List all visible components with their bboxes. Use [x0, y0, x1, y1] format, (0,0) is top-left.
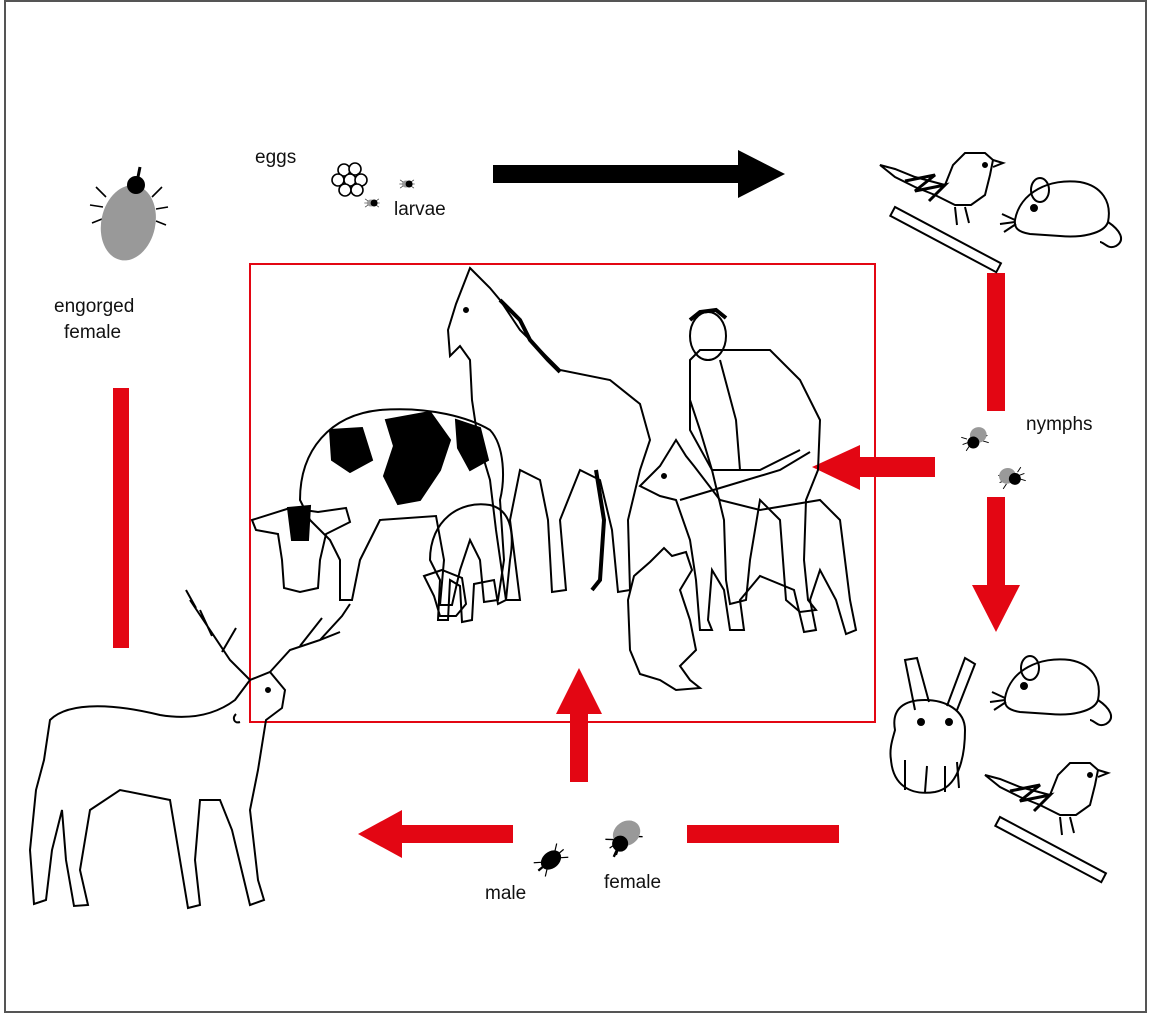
cat-icon: [628, 548, 700, 690]
bird-icon: [985, 763, 1108, 882]
arrow-adults-to-deer: [358, 810, 513, 858]
engorged-female-label-line1: engorged: [54, 296, 134, 318]
male-label: male: [485, 883, 526, 905]
man-icon: [690, 310, 820, 612]
arrow-medium-hosts-to-adults: [687, 825, 839, 843]
rabbit-icon: [890, 658, 975, 793]
arrow-small-hosts-to-nymphs: [987, 273, 1005, 411]
nymph-tick-icon: [959, 425, 990, 452]
arrow-deer-to-engorged-female: [113, 388, 129, 648]
female-tick-icon: [600, 815, 646, 857]
arrow-adults-to-host-box: [556, 668, 602, 782]
arrow-larvae-to-small-hosts: [493, 150, 785, 198]
arrow-nymphs-to-medium-hosts: [972, 497, 1020, 632]
host-box: [250, 264, 875, 722]
arrow-nymphs-to-host-box: [812, 445, 935, 490]
larvae-label: larvae: [394, 199, 446, 221]
male-tick-icon: [533, 842, 570, 877]
bird-icon: [880, 153, 1003, 272]
larva-tick-icon: [399, 180, 414, 188]
engorged-female-label-line2: female: [64, 322, 121, 344]
engorged-female-tick-icon: [90, 167, 168, 266]
female-label: female: [604, 872, 661, 894]
nymphs-label: nymphs: [1026, 414, 1093, 436]
eggs-icon: [332, 163, 367, 196]
larva-tick-icon: [364, 199, 379, 207]
nymph-tick-icon: [996, 463, 1027, 490]
deer-icon: [30, 590, 350, 908]
mouse-icon: [990, 656, 1111, 725]
mouse-icon: [1000, 178, 1121, 247]
eggs-label: eggs: [255, 147, 296, 169]
